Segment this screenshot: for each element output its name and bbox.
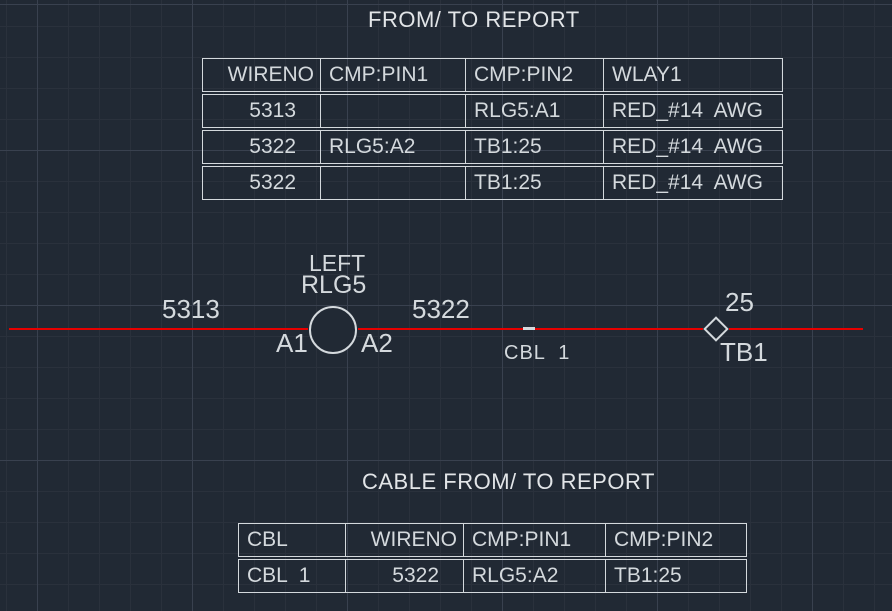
column-header-wireno: WIRENO — [203, 59, 321, 91]
cell-wireno: 5313 — [203, 95, 321, 127]
wire-number-left[interactable]: 5313 — [162, 294, 220, 324]
wire-segment[interactable] — [729, 328, 863, 330]
component-location[interactable]: LEFT — [309, 250, 366, 276]
cell-cmp-pin2: TB1:25 — [466, 131, 604, 163]
cable-from-to-report-title[interactable]: CABLE FROM/ TO REPORT — [362, 469, 655, 494]
table-row: CBL 1 5322 RLG5:A2 TB1:25 — [238, 559, 747, 593]
column-header-cbl: CBL — [239, 524, 346, 556]
cable-from-to-report-table[interactable]: CBL WIRENO CMP:PIN1 CMP:PIN2 CBL 1 5322 … — [238, 523, 747, 595]
cell-cmp-pin1: RLG5:A2 — [464, 560, 606, 592]
cell-wlay1: RED_#14 AWG — [612, 135, 763, 158]
table-header-row: WIRENO CMP:PIN1 CMP:PIN2 WLAY1 — [202, 58, 783, 92]
cell-cmp-pin2: TB1:25 — [466, 167, 604, 199]
component-circle-icon[interactable] — [309, 306, 357, 354]
wire-segment[interactable] — [535, 328, 703, 330]
pin-label-a1[interactable]: A1 — [276, 328, 308, 358]
cell-wlay1: RED_#14 AWG — [612, 99, 763, 122]
table-row: 5322 RLG5:A2 TB1:25 RED_#14 AWG — [202, 130, 783, 164]
column-header-wireno: WIRENO — [346, 524, 464, 556]
from-to-report-table[interactable]: WIRENO CMP:PIN1 CMP:PIN2 WLAY1 5313 RLG5… — [202, 58, 783, 202]
cable-marker-icon[interactable] — [523, 327, 535, 330]
wire-segment[interactable] — [358, 328, 523, 330]
cell-cbl: CBL 1 — [239, 560, 346, 592]
from-to-report-title[interactable]: FROM/ TO REPORT — [368, 7, 580, 32]
wire-number-right[interactable]: 5322 — [412, 294, 470, 324]
table-row: 5313 RLG5:A1 RED_#14 AWG — [202, 94, 783, 128]
cell-cmp-pin1 — [321, 167, 466, 199]
component-tag[interactable]: RLG5 — [301, 271, 367, 299]
cell-cmp-pin2: TB1:25 — [614, 564, 682, 587]
cable-label[interactable]: CBL 1 — [504, 342, 571, 364]
cell-cmp-pin2: RLG5:A1 — [466, 95, 604, 127]
column-header-wlay1: WLAY1 — [612, 63, 682, 86]
pin-label-a2[interactable]: A2 — [361, 328, 393, 358]
cell-wireno: 5322 — [203, 131, 321, 163]
cell-wlay1: RED_#14 AWG — [612, 171, 763, 194]
table-header-row: CBL WIRENO CMP:PIN1 CMP:PIN2 — [238, 523, 747, 557]
wire-segment[interactable] — [9, 328, 308, 330]
cell-cmp-pin1: RLG5:A2 — [321, 131, 466, 163]
column-header-cmp-pin1: CMP:PIN1 — [464, 524, 606, 556]
cell-cmp-pin1 — [321, 95, 466, 127]
cell-wireno: 5322 — [346, 560, 464, 592]
column-header-cmp-pin1: CMP:PIN1 — [321, 59, 466, 91]
cell-wireno: 5322 — [203, 167, 321, 199]
table-row: 5322 TB1:25 RED_#14 AWG — [202, 166, 783, 200]
terminal-pin-number[interactable]: 25 — [725, 287, 754, 317]
column-header-cmp-pin2: CMP:PIN2 — [614, 528, 714, 551]
terminal-tag[interactable]: TB1 — [720, 337, 768, 367]
column-header-cmp-pin2: CMP:PIN2 — [466, 59, 604, 91]
